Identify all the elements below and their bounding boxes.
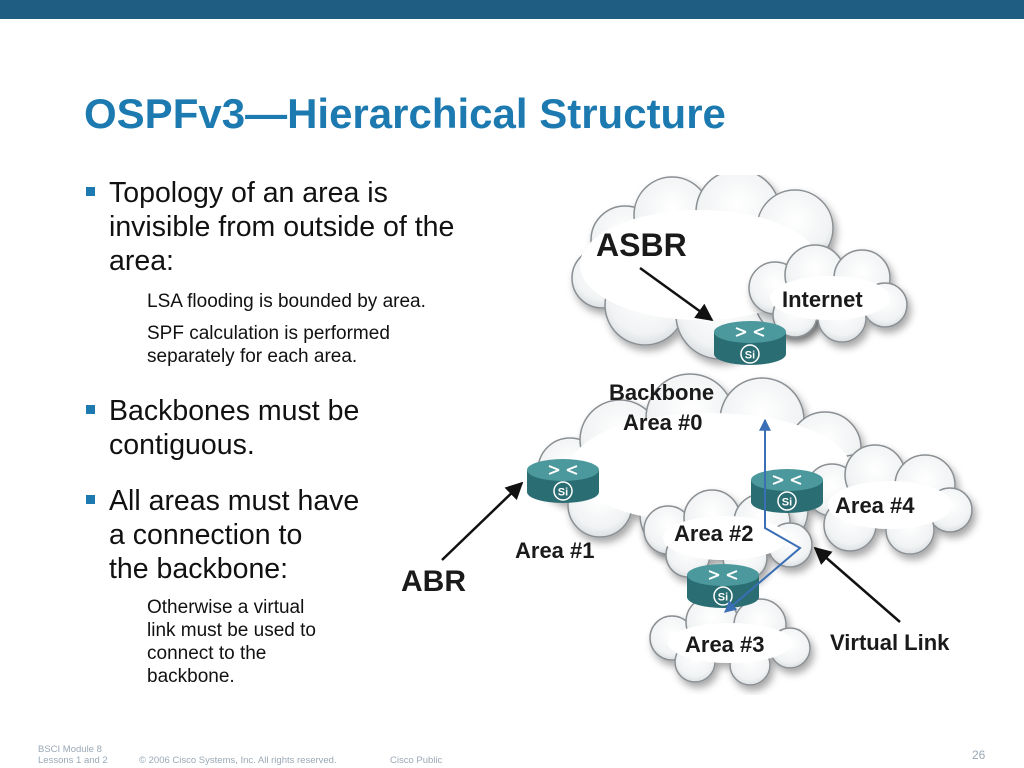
asbr-arrow bbox=[639, 266, 714, 322]
area4-label: Area #4 bbox=[835, 493, 915, 518]
ospf-topology-diagram: Si Si Si Si ASBR bbox=[401, 175, 973, 686]
sub-line: backbone. bbox=[147, 666, 235, 687]
router-asbr-icon: Si bbox=[714, 321, 786, 365]
sub-point-virtual-link: Otherwise a virtual link must be used to… bbox=[84, 596, 544, 688]
area1-label: Area #1 bbox=[515, 538, 595, 563]
router-badge: Si bbox=[745, 350, 755, 362]
router-abr-icon: Si bbox=[527, 459, 599, 503]
sub-line: Otherwise a virtual bbox=[147, 597, 305, 618]
backbone-area-label: Area #0 bbox=[623, 410, 703, 435]
sub-line: connect to the bbox=[147, 643, 267, 664]
virtual-link-label: Virtual Link bbox=[830, 630, 950, 655]
footer-module-line: Lessons 1 and 2 bbox=[38, 755, 108, 766]
area3-cloud bbox=[649, 595, 811, 686]
router-area3-abr-icon: Si bbox=[687, 564, 759, 608]
router-badge: Si bbox=[558, 487, 568, 499]
router-badge: Si bbox=[718, 592, 728, 604]
area4-cloud bbox=[805, 444, 973, 555]
footer-copyright: © 2006 Cisco Systems, Inc. All rights re… bbox=[139, 755, 337, 766]
bullet-line: Backbones must be bbox=[109, 395, 360, 427]
bullet-line: area: bbox=[109, 245, 174, 277]
virtual-link-path bbox=[724, 418, 802, 613]
sub-line: LSA flooding is bounded by area. bbox=[147, 291, 426, 312]
bullet-line: contiguous. bbox=[109, 429, 255, 461]
router-area4-abr-icon: Si bbox=[751, 469, 823, 513]
abr-arrow bbox=[441, 481, 524, 561]
router-badge: Si bbox=[782, 497, 792, 509]
bullet-square-icon bbox=[86, 405, 95, 414]
header-bar bbox=[0, 0, 1024, 19]
internet-cloud bbox=[748, 244, 908, 343]
footer-module: BSCI Module 8 Lessons 1 and 2 bbox=[38, 744, 108, 766]
area2-label: Area #2 bbox=[674, 521, 754, 546]
backbone-label: Backbone bbox=[609, 380, 714, 405]
bullet-line: Topology of an area is bbox=[109, 177, 388, 209]
bullet-list: Topology of an area is invisible from ou… bbox=[84, 176, 544, 688]
bullet-square-icon bbox=[86, 187, 95, 196]
page-number: 26 bbox=[972, 748, 986, 762]
virtual-link-arrow bbox=[813, 546, 901, 623]
sub-point-lsa: LSA flooding is bounded by area. bbox=[84, 290, 544, 313]
sub-line: link must be used to bbox=[147, 620, 316, 641]
footer-classification: Cisco Public bbox=[390, 755, 443, 766]
sub-point-spf: SPF calculation is performed separately … bbox=[84, 322, 544, 368]
bullet-topology: Topology of an area is invisible from ou… bbox=[84, 176, 544, 278]
bullet-line: All areas must have bbox=[109, 485, 360, 517]
bullet-square-icon bbox=[86, 495, 95, 504]
bullet-backbones: Backbones must be contiguous. bbox=[84, 394, 544, 462]
asbr-label: ASBR bbox=[596, 227, 687, 263]
sub-line: SPF calculation is performed bbox=[147, 323, 390, 344]
area3-label: Area #3 bbox=[685, 632, 765, 657]
slide-title: OSPFv3—Hierarchical Structure bbox=[84, 90, 726, 137]
bullet-line: the backbone: bbox=[109, 553, 289, 585]
footer-module-line: BSCI Module 8 bbox=[38, 744, 102, 755]
bullet-all-areas: All areas must have a connection to the … bbox=[84, 484, 544, 586]
bullet-line: invisible from outside of the bbox=[109, 211, 455, 243]
internet-label: Internet bbox=[782, 287, 863, 312]
abr-label: ABR bbox=[401, 565, 466, 598]
bullet-line: a connection to bbox=[109, 519, 303, 551]
sub-line: separately for each area. bbox=[147, 346, 358, 367]
